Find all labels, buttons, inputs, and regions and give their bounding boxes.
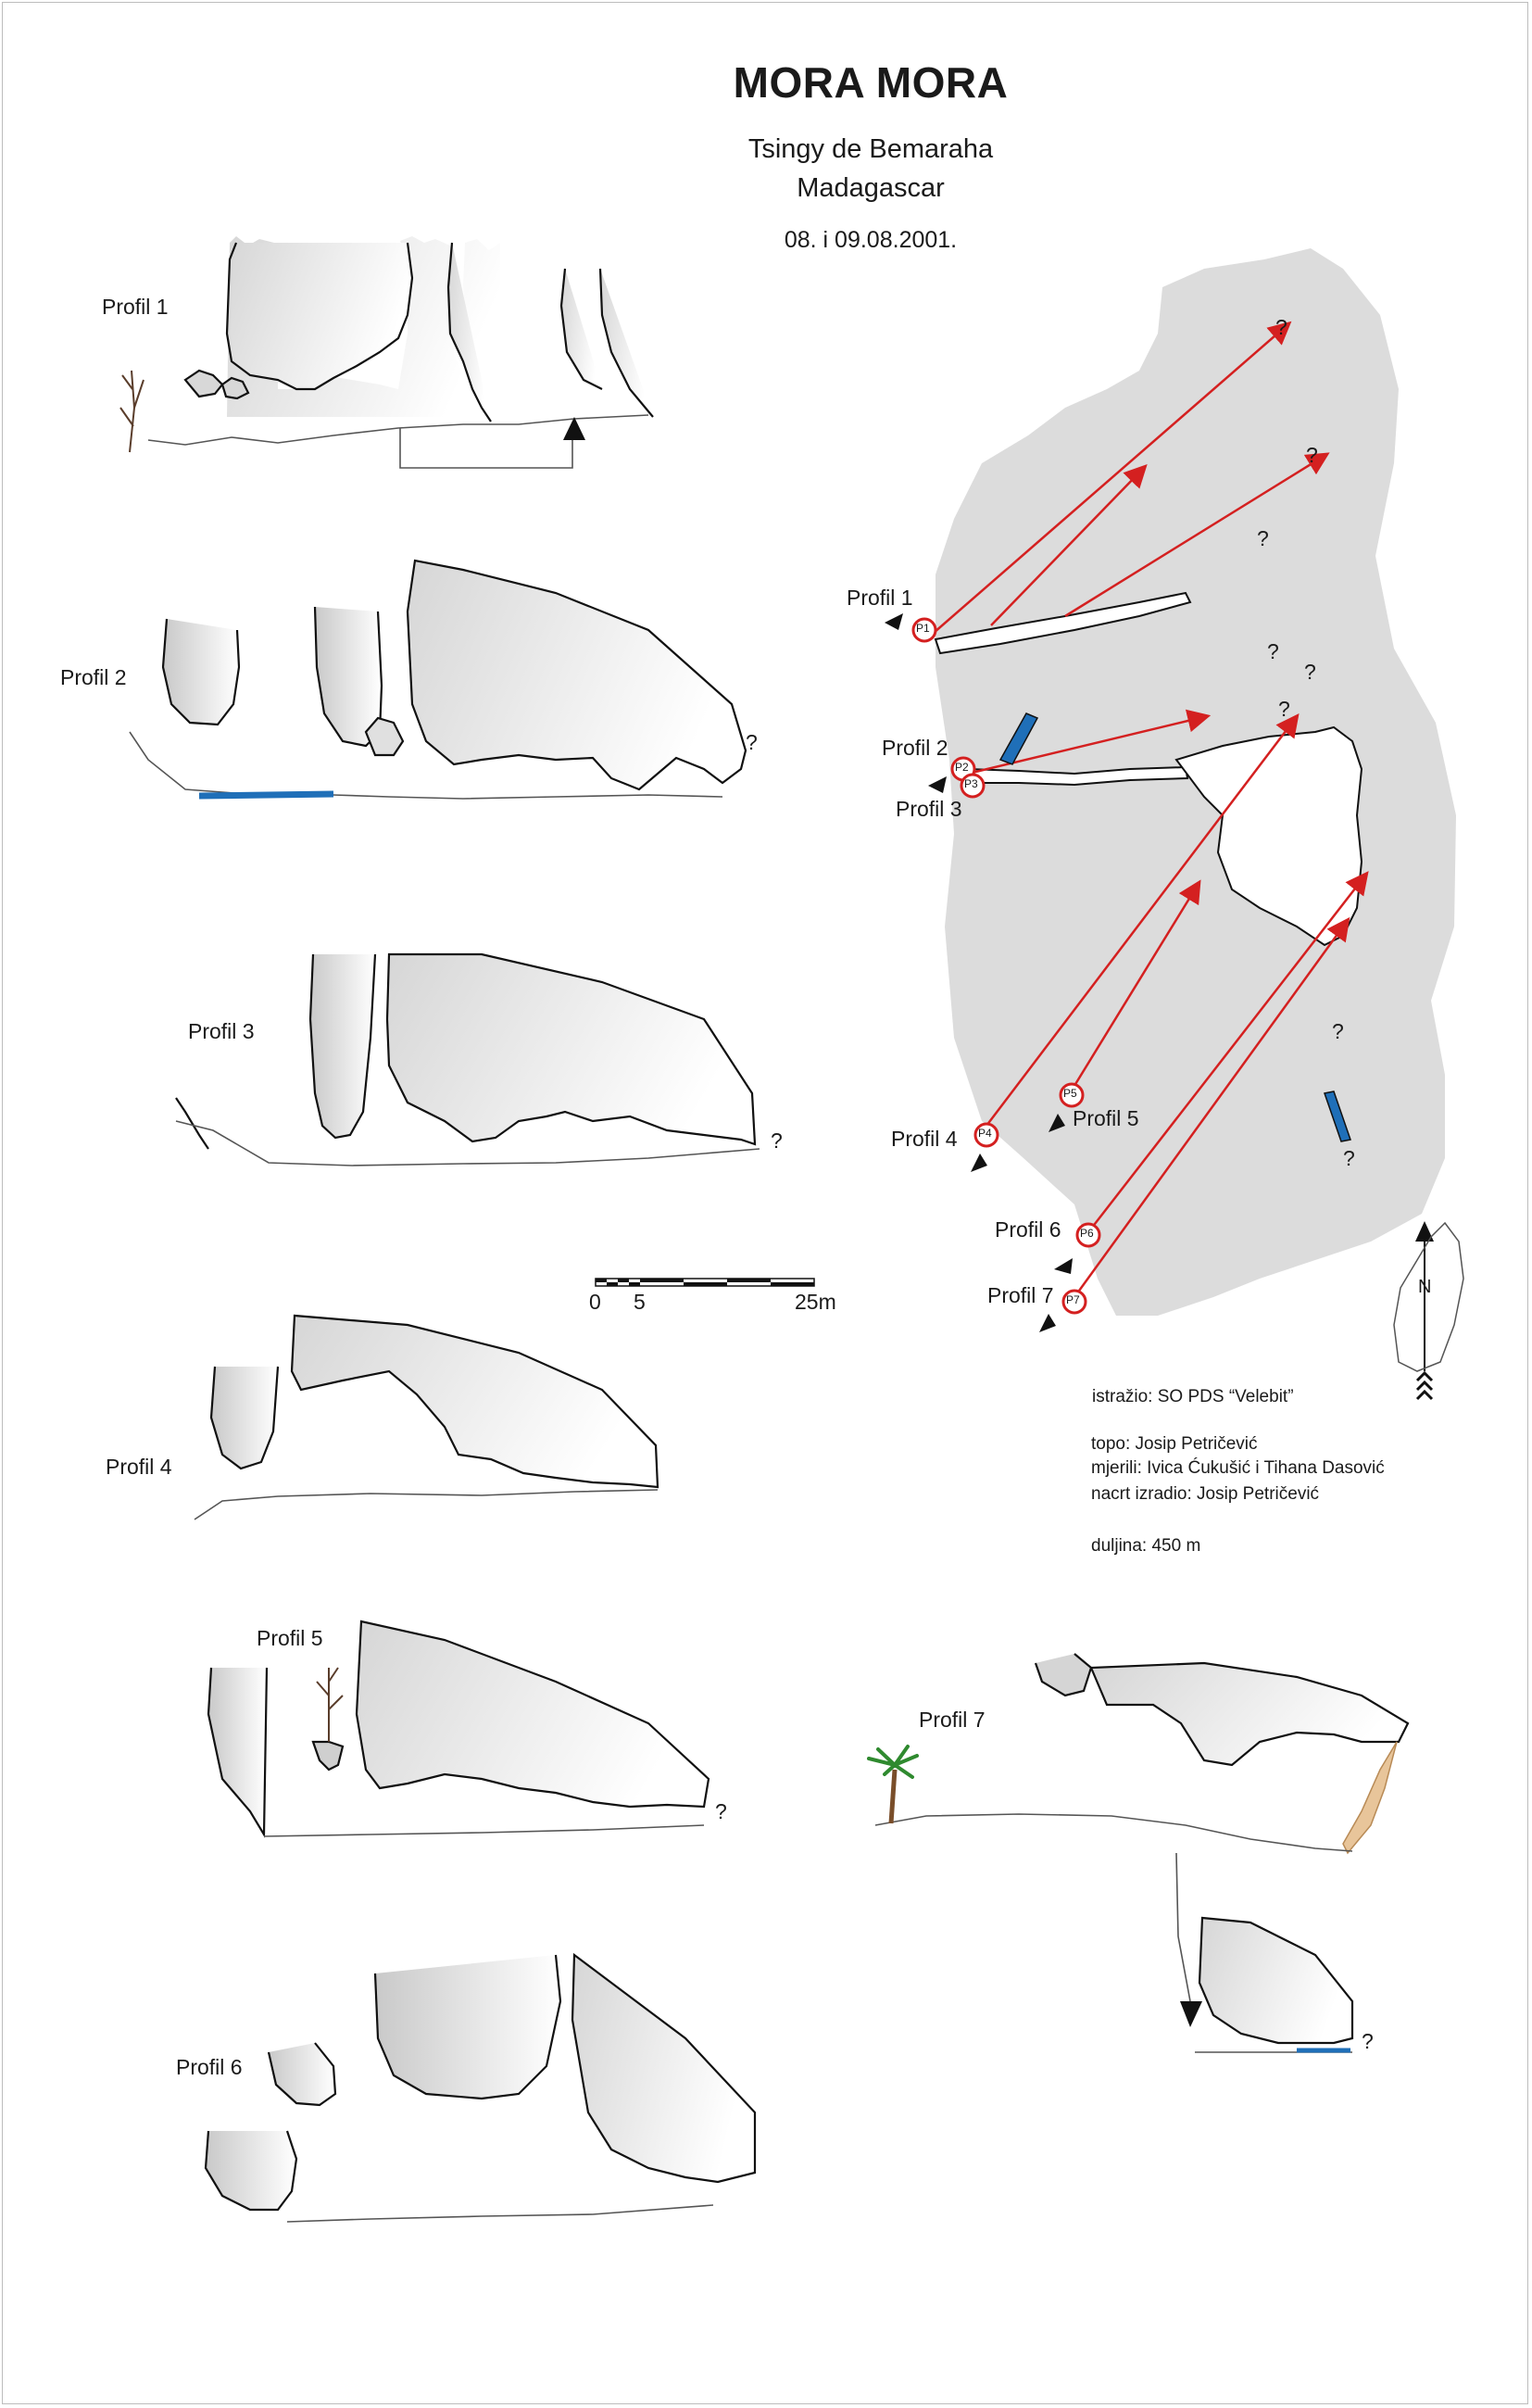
profile-7-sand-wall xyxy=(1342,1741,1398,1855)
profile-3-label: Profil 3 xyxy=(188,1019,255,1043)
profile-direction-markers xyxy=(885,613,1073,1332)
credit-measured: mjerili: Ivica Ćukušić i Tihana Dasović xyxy=(1091,1458,1385,1478)
profile-7-drawing xyxy=(1034,1653,1410,2045)
plan-profile-2-label: Profil 2 xyxy=(882,736,948,760)
profile-3-unknown-mark: ? xyxy=(771,1128,783,1153)
profile-5-unknown-mark: ? xyxy=(715,1799,727,1823)
profile-6-floor xyxy=(286,2204,714,2223)
credit-explored: istražio: SO PDS “Velebit” xyxy=(1092,1387,1294,1406)
survey-lines xyxy=(925,321,1369,1298)
plan-unknown-1: ? xyxy=(1275,315,1287,339)
station-p2: P2 xyxy=(955,761,969,774)
profile-5-floor xyxy=(263,1824,705,1837)
profile-7-unknown-mark: ? xyxy=(1362,2029,1374,2053)
map-subtitle-region: Tsingy de Bemaraha xyxy=(747,134,994,164)
profile-6-drawing xyxy=(204,1952,757,2212)
profile-2-drawing xyxy=(161,559,747,791)
plan-profile-1-label: Profil 1 xyxy=(847,586,913,610)
plan-unknown-4: ? xyxy=(1267,639,1279,663)
map-subtitle-country: Madagascar xyxy=(797,173,945,203)
plan-profile-3-label: Profil 3 xyxy=(896,797,962,821)
station-p7: P7 xyxy=(1066,1293,1080,1306)
cave-passages xyxy=(934,591,1363,947)
station-p1: P1 xyxy=(916,622,930,635)
plan-profile-7-label: Profil 7 xyxy=(987,1283,1054,1307)
station-p6: P6 xyxy=(1080,1227,1094,1240)
scale-label-end: 25m xyxy=(795,1290,836,1314)
credit-topo: topo: Josip Petričević xyxy=(1091,1434,1258,1454)
profile-4-drawing xyxy=(209,1314,659,1489)
plan-unknown-6: ? xyxy=(1278,697,1290,721)
plan-profile-5-label: Profil 5 xyxy=(1073,1106,1139,1130)
profile-3-floor xyxy=(175,1120,760,1166)
profile-3-drawing xyxy=(175,952,757,1150)
plan-unknown-3: ? xyxy=(1257,526,1269,550)
plan-unknown-2: ? xyxy=(1306,443,1318,467)
profile-1-drawing xyxy=(183,236,654,422)
madagascar-outline xyxy=(1393,1221,1464,1372)
profile-1-arrow xyxy=(563,417,585,440)
scale-label-5: 5 xyxy=(634,1290,646,1314)
station-p5: P5 xyxy=(1063,1087,1077,1100)
credit-length: duljina: 450 m xyxy=(1091,1536,1201,1556)
station-p3: P3 xyxy=(964,777,978,790)
survey-date: 08. i 09.08.2001. xyxy=(784,227,958,253)
plan-profile-4-label: Profil 4 xyxy=(891,1127,958,1151)
profile-7-label: Profil 7 xyxy=(919,1708,986,1732)
profile-4-label: Profil 4 xyxy=(106,1455,172,1479)
scale-label-0: 0 xyxy=(589,1290,601,1314)
scale-bar xyxy=(595,1278,815,1287)
profile-2-floor xyxy=(129,731,723,800)
map-title: MORA MORA xyxy=(733,58,1009,107)
profile-2-label: Profil 2 xyxy=(60,665,127,689)
profile-5-tree xyxy=(316,1667,344,1742)
profile-5-label: Profil 5 xyxy=(257,1626,323,1650)
profile-1-label: Profil 1 xyxy=(102,295,169,319)
station-p4: P4 xyxy=(978,1127,992,1140)
profile-6-label: Profil 6 xyxy=(176,2055,243,2079)
palm-tree-icon xyxy=(867,1745,919,1824)
profile-4-floor xyxy=(194,1489,659,1520)
north-label: N xyxy=(1418,1277,1432,1297)
plan-unknown-5: ? xyxy=(1304,660,1316,684)
profile-1-floor xyxy=(147,414,649,469)
cave-plan-water-2 xyxy=(1324,1091,1351,1142)
profile-2-unknown-mark: ? xyxy=(746,730,758,754)
plan-profile-6-label: Profil 6 xyxy=(995,1217,1061,1242)
profile-7-arrow xyxy=(1180,2001,1202,2027)
north-arrow xyxy=(1415,1221,1434,1401)
profile-2-water xyxy=(198,790,334,800)
plan-unknown-7: ? xyxy=(1332,1019,1344,1043)
station-markers xyxy=(911,617,1101,1315)
plan-unknown-8: ? xyxy=(1343,1146,1355,1170)
credit-drawn: nacrt izradio: Josip Petričević xyxy=(1091,1484,1320,1504)
profile-5-drawing xyxy=(207,1620,710,1838)
cave-plan-water-1 xyxy=(998,712,1039,765)
profile-1-tree xyxy=(119,370,144,453)
